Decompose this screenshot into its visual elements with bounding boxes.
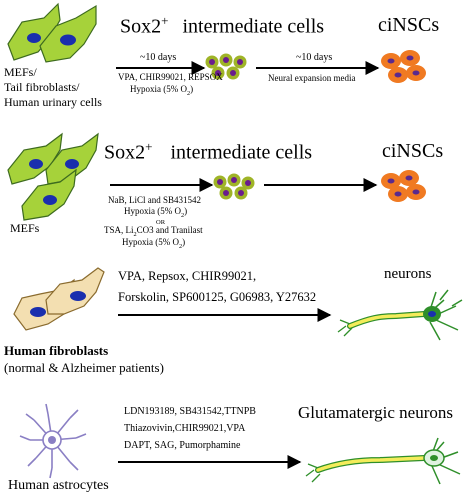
row2-condition-1: NaB, LiCl and SB431542 bbox=[108, 195, 202, 205]
row1-stage-title: Sox2+intermediate cells bbox=[120, 13, 325, 38]
row2-end-label: ciNSCs bbox=[382, 140, 444, 162]
fibroblast-cell bbox=[7, 2, 61, 61]
row4-source-label: Human astrocytes bbox=[8, 478, 109, 493]
row1-cell-label-2: Tail fibroblasts/ bbox=[4, 80, 80, 94]
row4-condition-line-1: LDN193189, SB431542,TTNPB bbox=[124, 406, 256, 417]
row1-cell-label-1: MEFs/ bbox=[4, 65, 37, 79]
row1-fibroblast-cells bbox=[7, 2, 97, 63]
row4-condition-line-2: Thiazovivin,CHIR99021,VPA bbox=[124, 423, 246, 434]
row3-human-fibroblasts bbox=[13, 267, 105, 331]
row3-end-label: neurons bbox=[384, 266, 432, 282]
fibroblast-nucleus bbox=[60, 34, 76, 46]
row2-condition-2: TSA, Li2CO3 and Tranilast bbox=[104, 225, 203, 238]
row1-arrow2-top-label: ~10 days bbox=[296, 52, 333, 63]
fibroblast-cell bbox=[39, 4, 97, 63]
row3-condition-line-2: Forskolin, SP600125, G06983, Y27632 bbox=[118, 290, 317, 304]
row2-cell-label: MEFs bbox=[10, 221, 40, 235]
row3-neuron bbox=[337, 289, 463, 341]
row1-cell-label-3: Human urinary cells bbox=[4, 95, 102, 109]
row1-nsc-cells bbox=[381, 50, 426, 83]
row2-or-label: OR bbox=[156, 219, 166, 226]
row2-stage-title: Sox2+intermediate cells bbox=[104, 139, 313, 164]
row2-hypoxia-1: Hypoxia (5% O2) bbox=[124, 206, 188, 219]
row2-nsc-cells bbox=[381, 170, 426, 202]
row1-end-label: ciNSCs bbox=[378, 14, 440, 36]
row4-neuron bbox=[305, 437, 461, 485]
row3-source-label: Human fibroblasts bbox=[4, 343, 109, 358]
row3-condition-line-1: VPA, Repsox, CHIR99021, bbox=[118, 269, 257, 283]
row1-hypoxia-label: Hypoxia (5% O2) bbox=[130, 84, 194, 97]
row1-arrow2-bottom-label: Neural expansion media bbox=[268, 73, 356, 83]
fibroblast-nucleus bbox=[27, 33, 41, 43]
row2-fibroblast-cells bbox=[7, 132, 99, 221]
row2-intermediate-cells bbox=[213, 173, 255, 200]
row4-condition-line-3: DAPT, SAG, Pumorphamine bbox=[124, 440, 241, 451]
row1-intermediate-cells bbox=[205, 53, 247, 80]
row3-source-sublabel: (normal & Alzheimer patients) bbox=[4, 360, 164, 375]
row1-arrow1-top-label: ~10 days bbox=[140, 52, 177, 63]
row4-end-label: Glutamatergic neurons bbox=[298, 403, 454, 422]
row4-astrocyte bbox=[19, 403, 87, 479]
row1-arrow1-bottom-label: VPA, CHIR99021, REPSOX bbox=[118, 72, 223, 82]
row2-hypoxia-2: Hypoxia (5% O2) bbox=[122, 237, 186, 250]
